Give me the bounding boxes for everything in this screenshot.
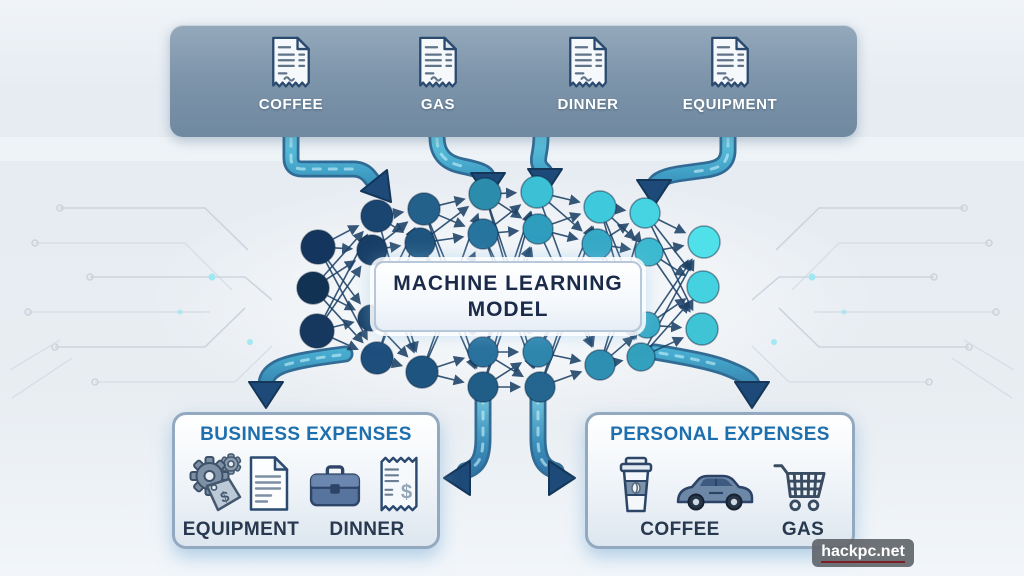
ml-model-title-line2: MODEL: [467, 297, 549, 321]
equipment-gear-tag-icon: $: [189, 453, 242, 512]
network-node: [522, 213, 554, 245]
network-node: [629, 197, 661, 229]
circuit-traces-left: [9, 204, 273, 399]
network-node: [405, 355, 439, 389]
network-node: [467, 218, 499, 250]
network-node: [634, 237, 664, 267]
input-item-gas: GAS: [373, 36, 503, 113]
input-item-coffee: COFFEE: [226, 36, 356, 113]
receipt-icon: [268, 36, 314, 92]
flow-arrow-to-personal: [646, 343, 770, 409]
car-icon: [676, 474, 754, 511]
network-node: [520, 175, 554, 209]
receipt-icon: [565, 36, 611, 92]
flow-arrow-to-business: [248, 345, 354, 409]
shopping-cart-icon: [773, 464, 826, 512]
watermark-badge: hackpc.net: [812, 539, 914, 567]
network-node: [685, 312, 719, 346]
document-icon: [249, 456, 289, 511]
personal-expenses-box: PERSONAL EXPENSES COFFEE GAS: [585, 412, 855, 549]
flow-arrow-coffee-input: [282, 128, 392, 203]
network-node: [583, 190, 617, 224]
network-node: [407, 192, 441, 226]
network-node: [467, 371, 499, 403]
input-receipts-bar: COFFEE GAS DINNER EQUIPMENT: [170, 25, 857, 137]
light-band: [0, 137, 1024, 161]
network-node: [300, 229, 336, 265]
network-node: [686, 270, 720, 304]
flow-arrow-equipment-input: [636, 128, 737, 207]
personal-expenses-title: PERSONAL EXPENSES: [610, 424, 830, 445]
input-label: DINNER: [557, 96, 619, 113]
receipt-icon: [415, 36, 461, 92]
input-label: EQUIPMENT: [682, 96, 778, 113]
network-node: [581, 228, 613, 260]
flow-arrow-center-right: [529, 383, 576, 496]
coffee-cup-icon: [619, 456, 653, 513]
neural-network-nodes: [296, 175, 721, 403]
network-node: [467, 336, 499, 368]
svg-text:$: $: [401, 482, 412, 504]
receipt-dollar-icon: $: [380, 456, 418, 512]
receipt-icon: [707, 36, 753, 92]
business-expenses-box: BUSINESS EXPENSES $: [172, 412, 440, 549]
input-label: GAS: [420, 96, 456, 113]
network-node: [468, 177, 502, 211]
flow-arrow-center-left: [443, 383, 492, 496]
ml-model-title-line1: MACHINE LEARNING: [393, 271, 623, 295]
network-node: [584, 349, 616, 381]
network-node: [356, 234, 388, 266]
briefcase-icon: [309, 465, 361, 507]
network-node: [299, 313, 335, 349]
network-node: [360, 199, 394, 233]
personal-item-label: GAS: [781, 519, 825, 540]
business-expenses-title: BUSINESS EXPENSES: [200, 424, 412, 445]
input-label: COFFEE: [258, 96, 324, 113]
business-item-label: EQUIPMENT: [182, 519, 300, 540]
network-node: [522, 336, 554, 368]
network-node: [404, 227, 436, 259]
circuit-traces-right: [751, 204, 1015, 399]
network-node: [296, 271, 330, 305]
network-node: [687, 225, 721, 259]
ml-model-box: MACHINE LEARNING MODEL: [374, 261, 642, 332]
personal-item-label: COFFEE: [640, 519, 720, 540]
price-tag-icon: $: [205, 477, 242, 512]
network-node: [524, 371, 556, 403]
business-item-label: DINNER: [329, 519, 405, 540]
input-item-equipment: EQUIPMENT: [665, 36, 795, 113]
watermark-text: hackpc.net: [821, 543, 905, 563]
network-node: [360, 341, 394, 375]
network-node: [626, 342, 656, 372]
input-item-dinner: DINNER: [523, 36, 653, 113]
